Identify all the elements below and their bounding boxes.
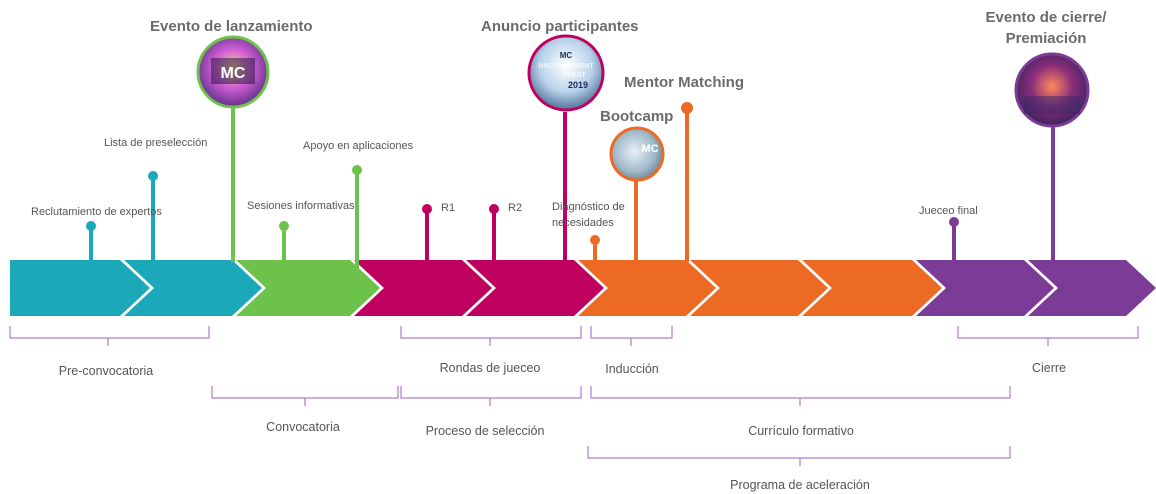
bracket-curriculo: [590, 386, 1011, 406]
label-apoyo: Apoyo en aplicaciones: [303, 140, 414, 152]
label-sesiones: Sesiones informativas: [247, 200, 355, 212]
photo-bootcamp-ring: [609, 126, 665, 182]
segment-seleccion-1: [354, 260, 492, 316]
photo-cierre-ring: [1014, 52, 1090, 128]
bracket-proceso: [400, 386, 582, 406]
segment-curriculo-1: [578, 260, 716, 316]
label-r2: R2: [508, 202, 522, 214]
segment-curriculo-3: [802, 260, 942, 316]
label-cierre-evento-1: Evento de cierre/: [986, 9, 1108, 26]
label-r1: R1: [441, 202, 455, 214]
milestone-labels: Reclutamiento de expertos Lista de prese…: [31, 9, 1107, 229]
photo-anuncio: MC NNOUNCEMENT EVENT 2019: [527, 34, 605, 112]
segment-pre-convocatoria-2: [124, 260, 262, 316]
phase-label-curriculo: Currículo formativo: [748, 424, 854, 438]
segment-pre-convocatoria-1: [10, 260, 150, 316]
phase-label-programa: Programa de aceleración: [730, 478, 870, 492]
segment-curriculo-2: [690, 260, 828, 316]
label-cierre-evento-2: Premiación: [1006, 30, 1087, 47]
photo-anuncio-line2: NNOUNCEMENT: [538, 63, 594, 70]
phase-label-proceso: Proceso de selección: [426, 424, 545, 438]
bracket-convocatoria: [211, 386, 399, 406]
pin-r1-dot: [422, 204, 432, 214]
label-diagnostico-2: necesidades: [552, 217, 614, 229]
phase-label-convocatoria: Convocatoria: [266, 420, 340, 434]
label-diagnostico-1: Diagnóstico de: [552, 201, 625, 213]
photo-anuncio-year: 2019: [568, 80, 588, 90]
photo-anuncio-logo: MC: [560, 51, 573, 60]
label-lanzamiento: Evento de lanzamiento: [150, 18, 313, 35]
phase-label-preconvocatoria: Pre-convocatoria: [59, 364, 154, 378]
label-mentor: Mentor Matching: [624, 74, 744, 91]
chevron-band: [10, 260, 1156, 316]
pin-preseleccion-dot: [148, 171, 158, 181]
segment-cierre-1: [916, 260, 1054, 316]
label-jueceo-final: Jueceo final: [919, 205, 978, 217]
photo-anuncio-line3: EVENT: [562, 72, 586, 79]
label-bootcamp: Bootcamp: [600, 108, 673, 125]
pin-reclutamiento-dot: [86, 221, 96, 231]
pin-sesiones-dot: [279, 221, 289, 231]
label-reclutamiento: Reclutamiento de expertos: [31, 206, 162, 218]
photo-cierre: [1014, 52, 1090, 128]
photo-anuncio-ring: [527, 34, 605, 112]
segment-convocatoria: [236, 260, 380, 316]
segment-cierre-2: [1028, 260, 1156, 316]
phase-brackets: [9, 326, 1139, 466]
pin-r2-dot: [489, 204, 499, 214]
bracket-preconvocatoria: [9, 326, 210, 346]
pin-jueceo-final-dot: [949, 217, 959, 227]
bracket-cierre: [957, 326, 1139, 346]
photo-lanzamiento: MC: [196, 35, 270, 109]
pin-apoyo-dot: [352, 165, 362, 175]
bracket-rondas: [400, 326, 582, 346]
phase-label-rondas: Rondas de jueceo: [440, 361, 541, 375]
segment-seleccion-2: [466, 260, 604, 316]
pin-diagnostico-dot: [590, 235, 600, 245]
bracket-induccion: [590, 326, 673, 346]
milestone-pins: [86, 102, 1055, 270]
phase-label-cierre: Cierre: [1032, 361, 1066, 375]
photo-bootcamp-logo: MC: [641, 143, 658, 155]
label-preseleccion: Lista de preselección: [104, 137, 207, 149]
photo-lanzamiento-logo: MC: [221, 65, 246, 82]
pin-mentor-dot: [681, 102, 693, 114]
phase-label-induccion: Inducción: [605, 362, 659, 376]
bracket-programa: [587, 446, 1011, 466]
phase-labels: Pre-convocatoria Convocatoria Rondas de …: [59, 361, 1066, 492]
photo-bootcamp: MC: [609, 126, 665, 182]
label-anuncio: Anuncio participantes: [481, 18, 639, 35]
